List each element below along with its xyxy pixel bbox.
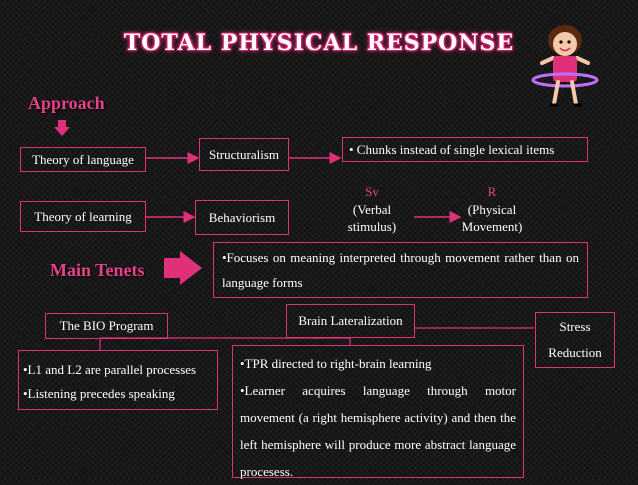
brain-points-box: •TPR directed to right-brain learning •L… <box>232 345 524 479</box>
sv-description: (Verbal stimulus) <box>347 202 397 234</box>
page-title: TOTAL PHYSICAL RESPONSE <box>123 30 515 56</box>
r-label: R <box>487 184 497 199</box>
theory-of-language-box: Theory of language <box>20 147 146 172</box>
main-tenets-heading: Main Tenets <box>50 260 145 280</box>
stress-reduction-box: Stress Reduction <box>535 312 615 368</box>
approach-down-arrow <box>54 120 70 136</box>
theory-of-learning-box: Theory of learning <box>20 201 146 232</box>
bio-point: •L1 and L2 are parallel processes <box>23 362 197 377</box>
brain-point: •TPR directed to right-brain learning <box>240 356 432 371</box>
girl-hula-hoop-illustration <box>531 25 599 107</box>
brain-lateralization-box: Brain Lateralization <box>286 304 415 338</box>
structuralism-box: Structuralism <box>199 138 289 171</box>
chunks-box: • Chunks instead of single lexical items <box>342 137 588 162</box>
bio-program-box: The BIO Program <box>45 313 168 339</box>
sv-label: Sv <box>365 184 379 199</box>
brain-point: •Learner acquires language through motor… <box>240 383 516 479</box>
bio-points-box: •L1 and L2 are parallel processes •Liste… <box>18 350 218 410</box>
focus-box: •Focuses on meaning interpreted through … <box>213 242 588 298</box>
main-tenets-arrow <box>164 251 202 285</box>
r-description: (Physical Movement) <box>461 202 523 234</box>
approach-heading: Approach <box>28 93 105 113</box>
bio-point: •Listening precedes speaking <box>23 386 175 401</box>
behaviorism-box: Behaviorism <box>195 200 289 235</box>
